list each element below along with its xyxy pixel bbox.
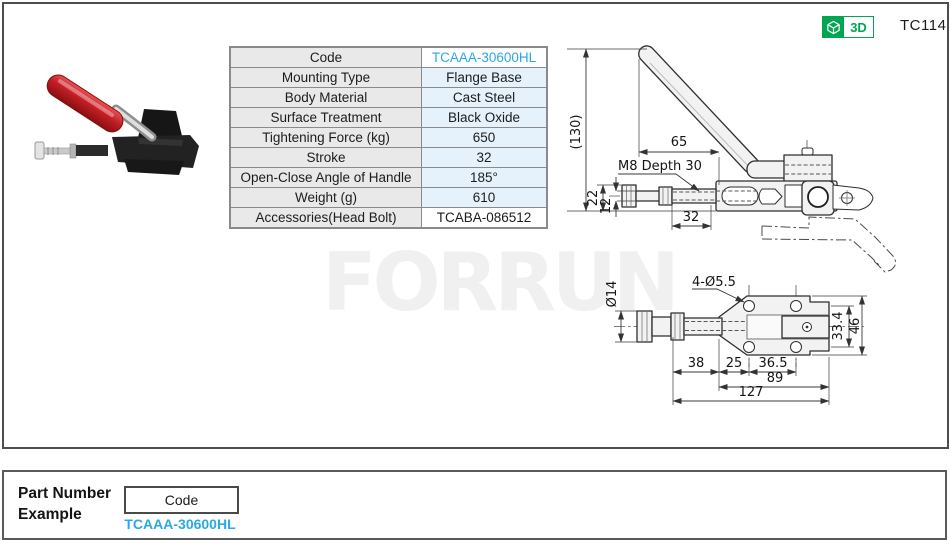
- side-view: (130) 65 M8 Depth 30 22 12 32: [567, 45, 897, 273]
- dim-plunger-dia: Ø14: [605, 281, 620, 308]
- dim-overall-height: (130): [569, 115, 584, 150]
- spec-value: TCABA-086512: [421, 207, 548, 229]
- dim-89: 89: [767, 371, 784, 386]
- pivot-hole: [807, 186, 829, 208]
- spec-value: Flange Base: [421, 67, 548, 88]
- head-bolt-side: [621, 184, 637, 208]
- spec-label: Accessories(Head Bolt): [229, 207, 422, 229]
- mount-hole: [790, 300, 802, 312]
- dim-25: 25: [726, 356, 743, 371]
- dim-rod-dia: 12: [599, 198, 614, 215]
- spec-value: Black Oxide: [421, 107, 548, 128]
- spec-label: Weight (g): [229, 187, 422, 208]
- view-3d-label: 3D: [844, 17, 873, 37]
- spec-value: 650: [421, 127, 548, 148]
- mount-hole: [743, 300, 755, 312]
- spec-value: 32: [421, 147, 548, 168]
- head-bolt-top: [636, 310, 653, 343]
- dim-mount-holes: 4-Ø5.5: [692, 275, 736, 290]
- cube-3d-icon: [823, 17, 844, 37]
- spec-label: Tightening Force (kg): [229, 127, 422, 148]
- code-label-box: Code: [124, 486, 239, 514]
- spec-label: Body Material: [229, 87, 422, 108]
- dim-38: 38: [688, 356, 705, 371]
- dim-hole-spacing: 33.4: [831, 312, 846, 341]
- spec-value-code-link[interactable]: TCAAA-30600HL: [421, 46, 548, 68]
- top-view: Ø14 4-Ø5.5 33.4 46 38 25 36.5 89: [605, 275, 867, 405]
- spec-label: Code: [229, 46, 422, 68]
- dim-stroke: 32: [683, 210, 700, 225]
- dim-base-width: 46: [848, 318, 863, 335]
- spec-row: Weight (g)610: [229, 187, 548, 208]
- technical-drawing: (130) 65 M8 Depth 30 22 12 32: [567, 45, 897, 405]
- clamp-photo: [34, 74, 199, 175]
- spec-row: Accessories(Head Bolt)TCABA-086512: [229, 207, 548, 229]
- part-number-example-title: Part Number Example: [18, 485, 112, 523]
- product-photo: [34, 74, 199, 175]
- spec-label: Open-Close Angle of Handle: [229, 167, 422, 188]
- dim-thread-note: M8 Depth 30: [618, 159, 702, 174]
- mount-hole: [743, 341, 755, 353]
- handle-lever: [638, 45, 760, 174]
- spec-value: 185°: [421, 167, 548, 188]
- part-number-example-panel: Part Number Example Code TCAAA-30600HL: [2, 470, 947, 540]
- dim-36-5: 36.5: [759, 356, 788, 371]
- mount-hole: [790, 341, 802, 353]
- spec-label: Surface Treatment: [229, 107, 422, 128]
- spec-value: Cast Steel: [421, 87, 548, 108]
- dim-handle-reach: 65: [671, 135, 688, 150]
- example-code-link[interactable]: TCAAA-30600HL: [124, 516, 236, 532]
- handle-bracket: [783, 154, 833, 183]
- dim-rod-head: 22: [586, 190, 601, 207]
- view-3d-button[interactable]: 3D: [822, 16, 874, 38]
- spec-label: Stroke: [229, 147, 422, 168]
- catalog-code: TC114: [900, 17, 947, 34]
- dim-127: 127: [739, 385, 764, 400]
- spec-label: Mounting Type: [229, 67, 422, 88]
- spec-row: Tightening Force (kg)650: [229, 127, 548, 148]
- spec-value: 610: [421, 187, 548, 208]
- main-content-panel: FORRUN: [2, 2, 949, 449]
